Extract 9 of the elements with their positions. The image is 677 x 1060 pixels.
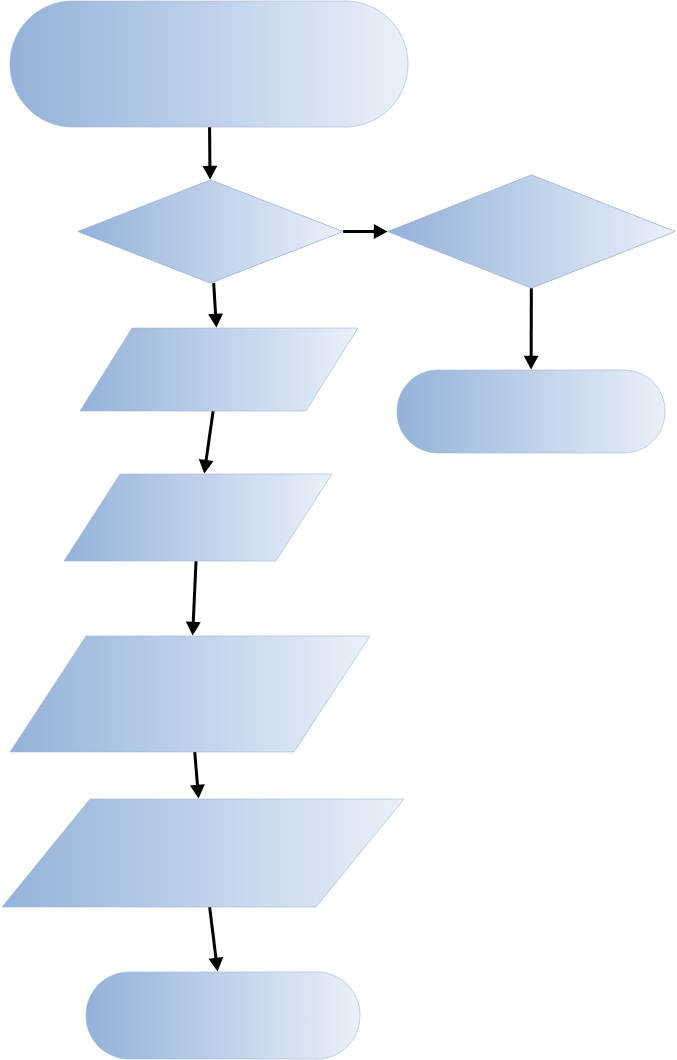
decision-diamond	[77, 179, 344, 284]
decision-diamond	[387, 174, 676, 289]
data-parallelogram	[63, 473, 333, 562]
terminator-shape	[9, 0, 409, 128]
terminator-shape	[396, 369, 666, 454]
data-parallelogram	[79, 327, 359, 412]
terminator-shape	[85, 971, 361, 1060]
data-parallelogram	[1, 798, 405, 908]
data-parallelogram	[9, 635, 371, 753]
